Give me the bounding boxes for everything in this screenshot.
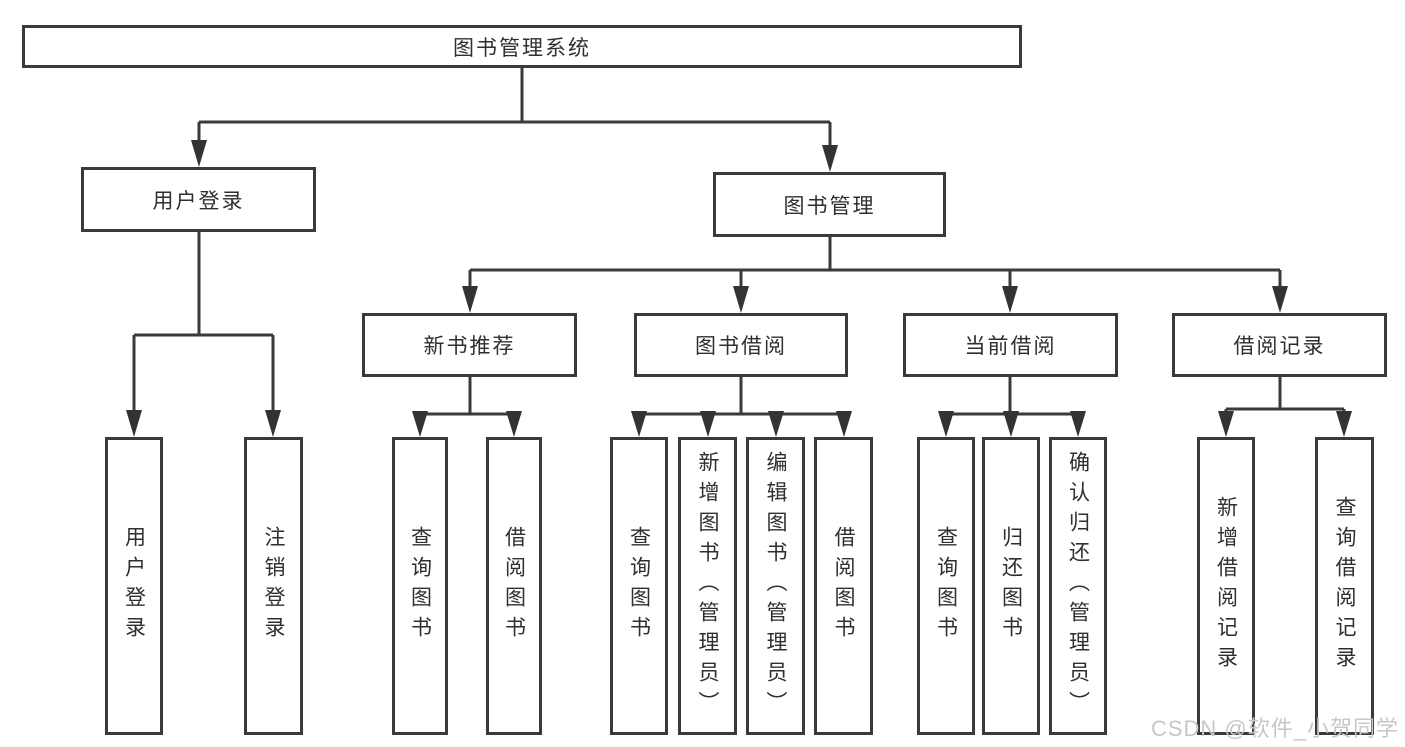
leaf-search-books-recommend: 查询图书 xyxy=(392,437,448,735)
leaf-confirm-return-admin: 确认归还（管理员） xyxy=(1049,437,1107,735)
node-label: 注销登录 xyxy=(262,526,285,646)
node-borrowing-records: 借阅记录 xyxy=(1172,313,1387,377)
node-current-borrowing: 当前借阅 xyxy=(903,313,1118,377)
csdn-watermark: CSDN @软件_小贺同学 xyxy=(1150,716,1399,741)
node-label: 新增借阅记录 xyxy=(1214,496,1238,676)
node-label: 新增图书（管理员） xyxy=(696,451,719,721)
node-new-book-recommend: 新书推荐 xyxy=(362,313,577,377)
leaf-borrow-books-recommend: 借阅图书 xyxy=(486,437,542,735)
node-root-system: 图书管理系统 xyxy=(22,25,1022,68)
node-label: 新书推荐 xyxy=(423,335,516,358)
leaf-user-login: 用户登录 xyxy=(105,437,163,735)
node-label: 图书借阅 xyxy=(695,335,787,358)
node-label: 查询图书 xyxy=(408,526,432,646)
node-label: 当前借阅 xyxy=(964,335,1057,358)
leaf-add-borrow-record: 新增借阅记录 xyxy=(1197,437,1255,735)
node-label: 借阅记录 xyxy=(1233,335,1326,358)
node-label: 编辑图书（管理员） xyxy=(764,451,787,721)
node-label: 确认归还（管理员） xyxy=(1066,451,1090,721)
node-label: 查询借阅记录 xyxy=(1333,496,1356,676)
node-user-login-branch: 用户登录 xyxy=(81,167,316,232)
node-book-management-branch: 图书管理 xyxy=(713,172,946,237)
leaf-logout: 注销登录 xyxy=(244,437,303,735)
leaf-edit-books-admin: 编辑图书（管理员） xyxy=(746,437,805,735)
leaf-search-borrow-record: 查询借阅记录 xyxy=(1315,437,1374,735)
node-label: 查询图书 xyxy=(627,526,651,646)
node-label: 查询图书 xyxy=(934,526,958,646)
leaf-return-books: 归还图书 xyxy=(982,437,1040,735)
node-label: 归还图书 xyxy=(999,526,1023,646)
leaf-add-books-admin: 新增图书（管理员） xyxy=(678,437,737,735)
node-label: 借阅图书 xyxy=(502,526,526,646)
leaf-borrow-books: 借阅图书 xyxy=(814,437,873,735)
leaf-search-books-current: 查询图书 xyxy=(917,437,975,735)
node-book-borrowing: 图书借阅 xyxy=(634,313,848,377)
node-label: 图书管理系统 xyxy=(453,36,591,60)
node-label: 用户登录 xyxy=(152,189,245,213)
node-label: 图书管理 xyxy=(783,194,876,218)
leaf-search-books-borrow: 查询图书 xyxy=(610,437,668,735)
node-label: 用户登录 xyxy=(122,526,146,646)
node-label: 借阅图书 xyxy=(832,526,855,646)
